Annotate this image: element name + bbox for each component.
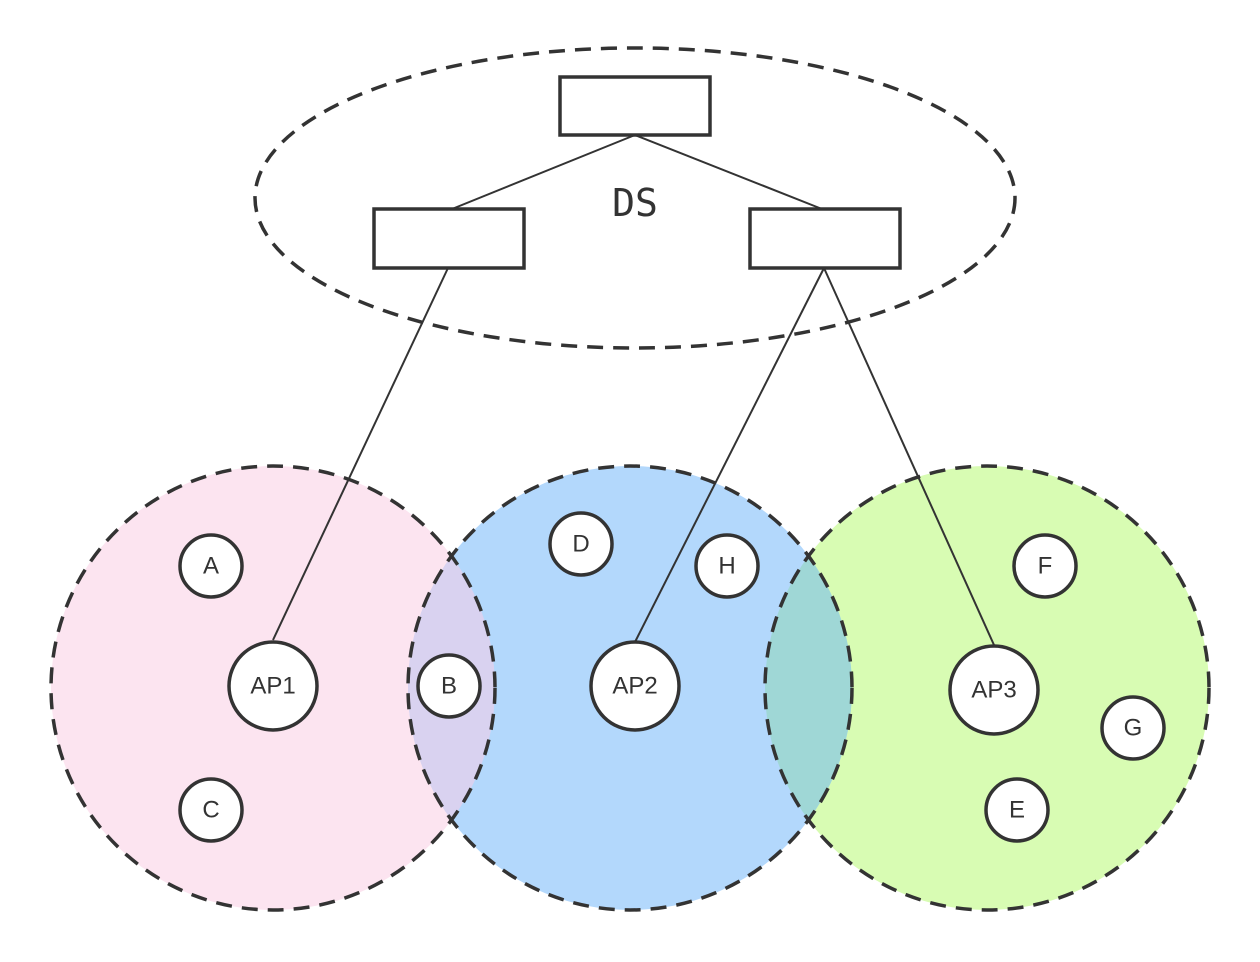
svg-text:C: C: [202, 797, 219, 824]
station-b: B: [416, 653, 482, 719]
station-h: H: [694, 533, 760, 599]
ds-left-box: [372, 207, 526, 270]
link-root-left: [451, 134, 636, 210]
svg-text:D: D: [572, 531, 589, 558]
svg-text:F: F: [1038, 553, 1053, 580]
station-g: G: [1100, 695, 1166, 761]
svg-text:A: A: [203, 553, 219, 580]
bss-boundary-ap1: [49, 464, 497, 912]
link-right-ap2: [634, 267, 825, 643]
ds-label: DS: [612, 181, 658, 225]
ds-right-box: [748, 207, 902, 270]
link-left-ap1: [272, 267, 449, 641]
svg-text:H: H: [718, 553, 735, 580]
svg-text:B: B: [441, 673, 457, 700]
station-c: C: [178, 777, 244, 843]
station-f: F: [1012, 533, 1078, 599]
ap3-node: AP3: [948, 644, 1040, 736]
ds-boundary: [253, 46, 1017, 350]
ap3-label: AP3: [971, 677, 1016, 704]
ap2-node: AP2: [589, 640, 681, 732]
svg-text:E: E: [1009, 797, 1025, 824]
link-root-right: [634, 134, 823, 210]
bss-boundary-ap3: [763, 464, 1211, 912]
station-a: A: [178, 533, 244, 599]
link-right-ap3: [823, 267, 995, 646]
ds-root-box: [558, 75, 712, 137]
ap2-label: AP2: [612, 673, 657, 700]
ap1-node: AP1: [227, 640, 319, 732]
station-d: D: [548, 511, 614, 577]
bss-boundary-ap2: [406, 464, 854, 912]
station-e: E: [984, 777, 1050, 843]
svg-text:G: G: [1124, 715, 1143, 742]
ap1-label: AP1: [250, 673, 295, 700]
